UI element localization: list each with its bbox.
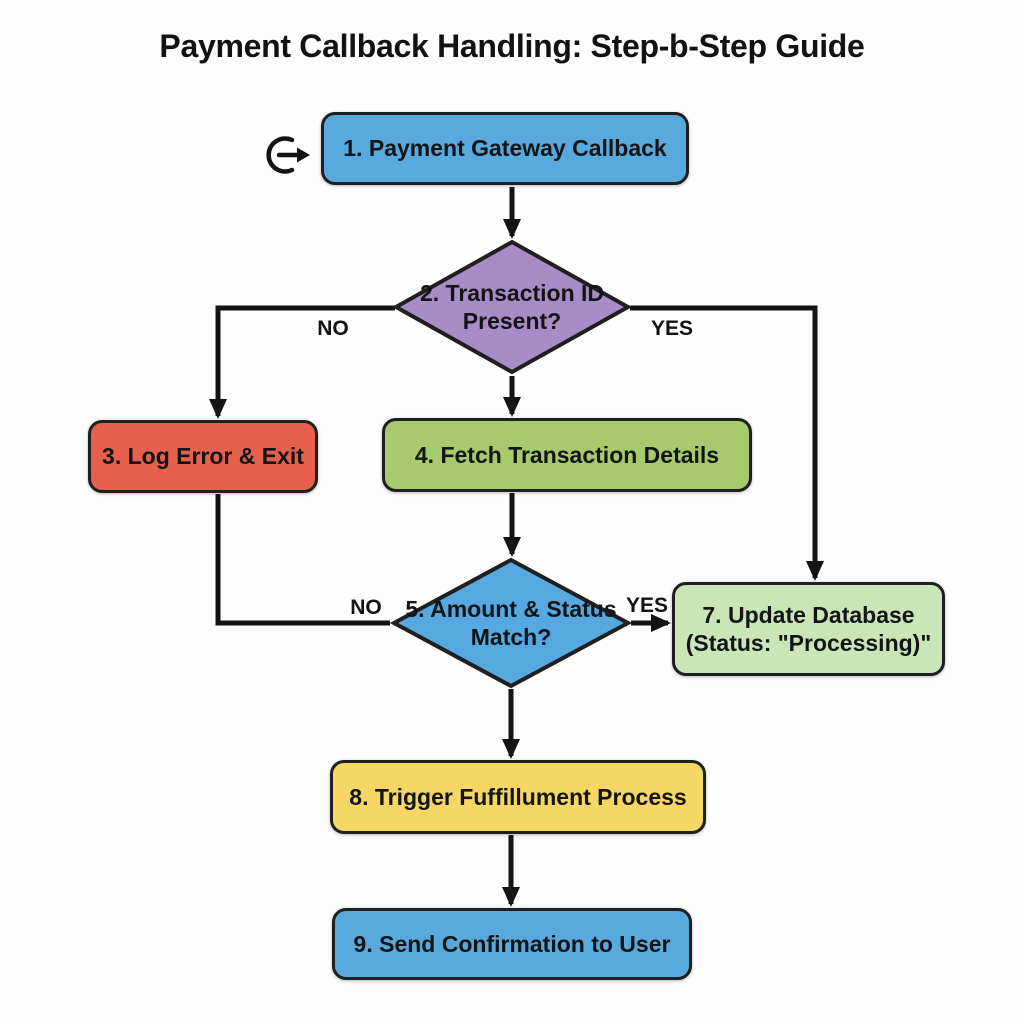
node-update-database: 7. Update Database (Status: "Processing)… (672, 582, 945, 676)
edge-label-txn-check-yes: YES (650, 317, 694, 340)
edge-label-match-check-no: NO (350, 596, 382, 619)
diagram-title: Payment Callback Handling: Step-b-Step G… (159, 28, 865, 64)
node-fetch-transaction-details: 4. Fetch Transaction Details (382, 418, 752, 492)
node-label: 7. Update Database (Status: "Processing)… (685, 601, 932, 656)
diamond-shape (389, 557, 633, 689)
node-label: 1. Payment Gateway Callback (343, 135, 667, 162)
node-send-confirmation-to-user: 9. Send Confirmation to User (332, 908, 692, 980)
edge-txn-check-no-to-log-error (209, 305, 395, 419)
node-log-error-exit: 3. Log Error & Exit (88, 420, 318, 493)
decision-label: 2. Transaction ID Present? (419, 279, 605, 334)
node-payment-gateway-callback: 1. Payment Gateway Callback (321, 112, 689, 185)
node-label: 3. Log Error & Exit (102, 443, 304, 470)
decision-amount-status-match: 5. Amount & Status Match? (389, 557, 633, 689)
node-label: 4. Fetch Transaction Details (414, 441, 720, 468)
edge-label-match-check-yes: YES (625, 594, 669, 617)
edge-txn-check-yes-to-update-db (630, 305, 824, 581)
node-trigger-fulfillment-process: 8. Trigger Fuffillument Process (330, 760, 706, 834)
callback-loop-icon (256, 126, 314, 184)
decision-transaction-id-present: 2. Transaction ID Present? (391, 239, 633, 375)
node-label: 8. Trigger Fuffillument Process (349, 783, 687, 810)
edge-log-error-to-match-check (215, 494, 390, 626)
node-label: 9. Send Confirmation to User (353, 930, 671, 957)
diamond-shape (391, 239, 633, 375)
edge-label-txn-check-no: NO (317, 317, 349, 340)
decision-label: 5. Amount & Status Match? (405, 595, 617, 650)
